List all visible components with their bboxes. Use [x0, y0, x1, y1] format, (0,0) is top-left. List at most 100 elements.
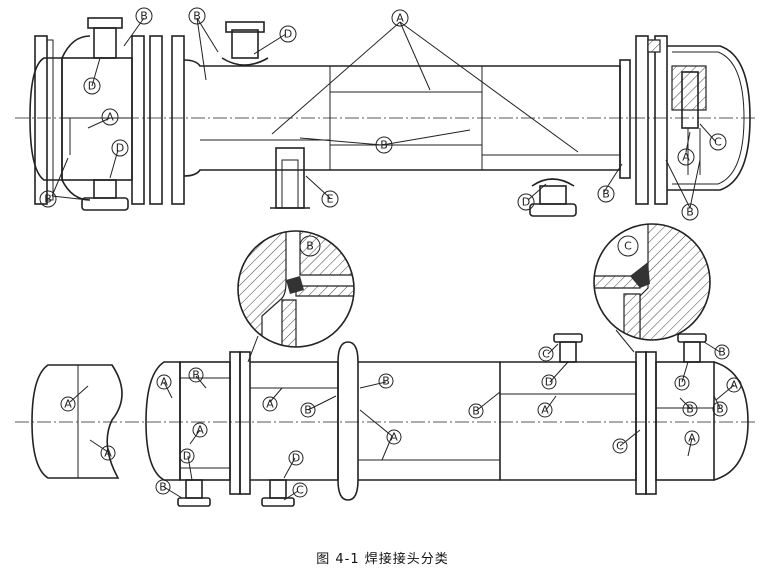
svg-text:A: A: [396, 12, 404, 25]
label-a-bottom-9: A: [684, 430, 700, 446]
label-b-top-3: B: [39, 190, 57, 208]
label-a-top: A: [391, 9, 409, 27]
svg-text:B: B: [716, 403, 724, 416]
svg-text:D: D: [545, 376, 553, 389]
top-tubesheet-flange: [171, 35, 185, 205]
svg-text:A: A: [64, 398, 72, 411]
label-b-detail: B: [299, 235, 321, 257]
label-e-top: E: [321, 190, 339, 208]
shell-support: [275, 147, 305, 209]
bottom-nozzle-2-neck: [185, 479, 203, 499]
top-left-flange-a: [131, 35, 145, 205]
bottom-shell-right: [500, 361, 637, 481]
label-d-top-2: D: [83, 77, 101, 95]
label-a-bottom-1: A: [60, 396, 76, 412]
bottom-nozzle-1-flange: [81, 197, 129, 211]
floating-head-detail: [671, 65, 707, 111]
bottom-nozzle-2-flange: [177, 497, 211, 507]
svg-text:C: C: [616, 440, 624, 453]
bottom-separate-head: [31, 364, 123, 479]
shell-top-saddle: [221, 57, 269, 66]
bottom-exchanger: [15, 333, 755, 507]
svg-text:D: D: [292, 452, 300, 465]
svg-text:A: A: [682, 151, 690, 164]
label-bubbles: A B B D D A D B B E D B A C B B C A A A …: [39, 7, 742, 498]
label-d-top-1: D: [279, 25, 297, 43]
label-d-bottom-4: D: [674, 375, 690, 391]
label-a-bottom-5: A: [386, 429, 402, 445]
bottom-shell-mid: [358, 361, 501, 481]
svg-text:A: A: [688, 432, 696, 445]
svg-text:A: A: [730, 379, 738, 392]
label-d-bottom-2: D: [288, 450, 304, 466]
label-b-top-5: B: [681, 203, 699, 221]
bottom-nozzle-1-neck: [93, 179, 117, 199]
label-b-bottom-5: B: [468, 403, 484, 419]
label-a-bottom-2: A: [100, 445, 116, 461]
label-a-bottom-6: A: [192, 422, 208, 438]
top-right-ring: [619, 59, 631, 179]
svg-text:B: B: [686, 403, 694, 416]
shell-top-nozzle-flange: [225, 21, 265, 33]
svg-text:D: D: [284, 28, 292, 41]
svg-text:B: B: [306, 240, 314, 253]
label-a-top-right: A: [677, 148, 695, 166]
label-a-bottom-7: A: [537, 402, 553, 418]
label-b-top-4: B: [597, 185, 615, 203]
svg-text:B: B: [304, 404, 312, 417]
top-left-flange-b: [149, 35, 163, 205]
bottom-right-flange-a: [635, 351, 647, 495]
label-b-bottom-6: B: [714, 344, 730, 360]
top-left-channel: [61, 57, 133, 181]
label-a-bottom-3: A: [156, 374, 172, 390]
label-a-bottom-8: A: [726, 377, 742, 393]
top-nozzle-1-neck: [93, 27, 117, 59]
svg-text:A: A: [160, 376, 168, 389]
bottom-nozzle-3-flange: [261, 497, 295, 507]
label-b-top-2: B: [188, 7, 206, 25]
label-b-top-1: B: [135, 7, 153, 25]
expansion-joint: [337, 341, 359, 501]
label-c-top: C: [709, 133, 727, 151]
label-c-bottom-1: C: [292, 482, 308, 498]
label-b-bottom-4: B: [155, 479, 171, 495]
label-b-bottom-2: B: [378, 373, 394, 389]
svg-text:C: C: [624, 240, 632, 253]
detail-circle-b: [237, 230, 355, 348]
svg-text:D: D: [678, 377, 686, 390]
svg-text:B: B: [472, 405, 480, 418]
svg-text:A: A: [196, 424, 204, 437]
label-b-bottom-8: B: [712, 401, 728, 417]
svg-text:B: B: [193, 10, 201, 23]
label-c-detail: C: [617, 235, 639, 257]
svg-text:D: D: [522, 196, 530, 209]
svg-text:A: A: [106, 111, 114, 124]
svg-text:C: C: [296, 484, 304, 497]
label-c-bottom-2: C: [538, 346, 554, 362]
svg-text:A: A: [266, 398, 274, 411]
shell-top-nozzle-neck: [231, 29, 259, 59]
svg-text:B: B: [192, 369, 200, 382]
shell-bottom-nozzle-neck: [539, 185, 567, 205]
svg-text:B: B: [380, 139, 388, 152]
label-b-bottom-1: B: [188, 367, 204, 383]
bottom-shell-top-nozzle-flange: [553, 333, 583, 343]
svg-text:A: A: [541, 404, 549, 417]
label-b-bottom-3: B: [300, 402, 316, 418]
svg-text:B: B: [382, 375, 390, 388]
svg-text:D: D: [116, 142, 124, 155]
svg-text:B: B: [140, 10, 148, 23]
bottom-right-nozzle-flange: [677, 333, 707, 343]
top-right-head: [667, 45, 751, 191]
label-d-bottom-1: D: [179, 448, 195, 464]
label-d-top-4: D: [517, 193, 535, 211]
svg-text:A: A: [390, 431, 398, 444]
figure-caption: 图 4-1 焊接接头分类: [316, 552, 449, 567]
svg-text:C: C: [542, 348, 550, 361]
bottom-right-head: [713, 361, 749, 481]
svg-text:B: B: [686, 206, 694, 219]
bottom-right-flange-b: [645, 351, 657, 495]
bottom-shell-top-nozzle-neck: [559, 341, 577, 363]
svg-text:D: D: [183, 450, 191, 463]
